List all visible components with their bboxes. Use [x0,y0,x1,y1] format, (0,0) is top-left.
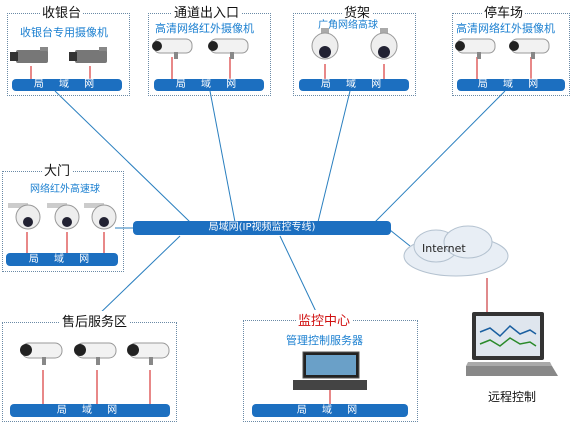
box-camera-icon [69,47,107,63]
lan-bar-monitor: 局 域 网 [252,404,408,417]
zone-gate-title: 大门 [42,160,73,179]
zone-entrance-subtitle: 高清网络红外摄像机 [155,22,254,35]
zone-monitor-subtitle: 管理控制服务器 [286,334,363,347]
laptop-icon [466,312,558,376]
zone-parking-subtitle: 高清网络红外摄像机 [456,22,555,35]
zone-cashier-subtitle: 收银台专用摄像机 [20,26,108,39]
dome-camera-icon [311,28,339,60]
zone-gate-subtitle: 网络红外高速球 [30,184,100,195]
zone-aftersales-title: 售后服务区 [60,311,130,330]
speed-dome-camera-icon [8,203,41,230]
bullet-camera-icon [152,38,193,59]
zone-entrance-title: 通道出入口 [172,2,242,21]
lan-bar-cashier: 局 域 网 [12,79,122,91]
zone-monitor-title: 监控中心 [296,310,353,329]
internet-label: Internet [422,242,466,255]
lan-bar-shelf: 局 域 网 [299,79,409,91]
zone-shelf-subtitle: 广角网络高球 [318,20,378,31]
lan-bar-aftersales: 局 域 网 [10,404,170,417]
backbone-network-bar: 局域网(IP视频监控专线) [133,221,391,235]
bullet-camera-icon [509,38,550,59]
bullet-camera-icon [20,342,63,365]
zone-parking-title: 停车场 [482,2,526,21]
bullet-camera-icon [208,38,249,59]
speed-dome-camera-icon [47,203,80,230]
speed-dome-camera-icon [84,203,117,230]
bullet-camera-icon [74,342,117,365]
lan-bar-entrance: 局 域 网 [154,79,264,91]
internet-cloud-icon [403,225,509,277]
remote-control-label: 远程控制 [488,390,537,404]
box-camera-icon [10,47,48,63]
zone-shelf-title: 货架 [342,2,373,21]
lan-bar-gate: 局 域 网 [6,253,118,266]
bullet-camera-icon [127,342,170,365]
zone-cashier-title: 收银台 [40,2,84,21]
monitor-server-icon [293,351,367,390]
dome-camera-icon [370,28,398,60]
lan-bar-parking: 局 域 网 [457,79,565,91]
bullet-camera-icon [455,38,496,59]
